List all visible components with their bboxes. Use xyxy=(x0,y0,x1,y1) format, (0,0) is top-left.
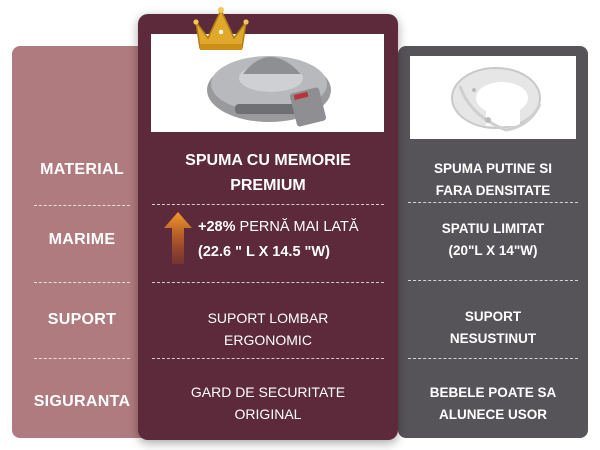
row-label-suport: SUPORT xyxy=(47,311,117,328)
divider xyxy=(408,202,578,203)
row-label-material: MATERIAL xyxy=(40,161,124,178)
premium-pillow-image xyxy=(151,34,384,132)
divider xyxy=(34,282,130,283)
divider xyxy=(34,358,130,359)
divider xyxy=(408,280,578,281)
row-label-marime: MARIME xyxy=(48,231,116,248)
arrow-up-icon xyxy=(162,210,194,266)
label-column: MATERIAL MARIME SUPORT SIGURANTA xyxy=(12,46,152,438)
divider xyxy=(408,358,578,359)
crown-icon xyxy=(190,4,252,54)
basic-size: SPATIU LIMITAT(20"L x 14"W) xyxy=(441,221,545,258)
row-label-siguranta: SIGURANTA xyxy=(33,393,131,410)
divider xyxy=(152,358,384,359)
divider xyxy=(152,282,384,283)
divider xyxy=(152,204,384,205)
divider xyxy=(34,205,130,206)
premium-size: +28% PERNĂ MAI LATĂ (22.6 " L x 14.5 "W) xyxy=(198,219,359,260)
basic-pillow-image xyxy=(410,56,576,139)
